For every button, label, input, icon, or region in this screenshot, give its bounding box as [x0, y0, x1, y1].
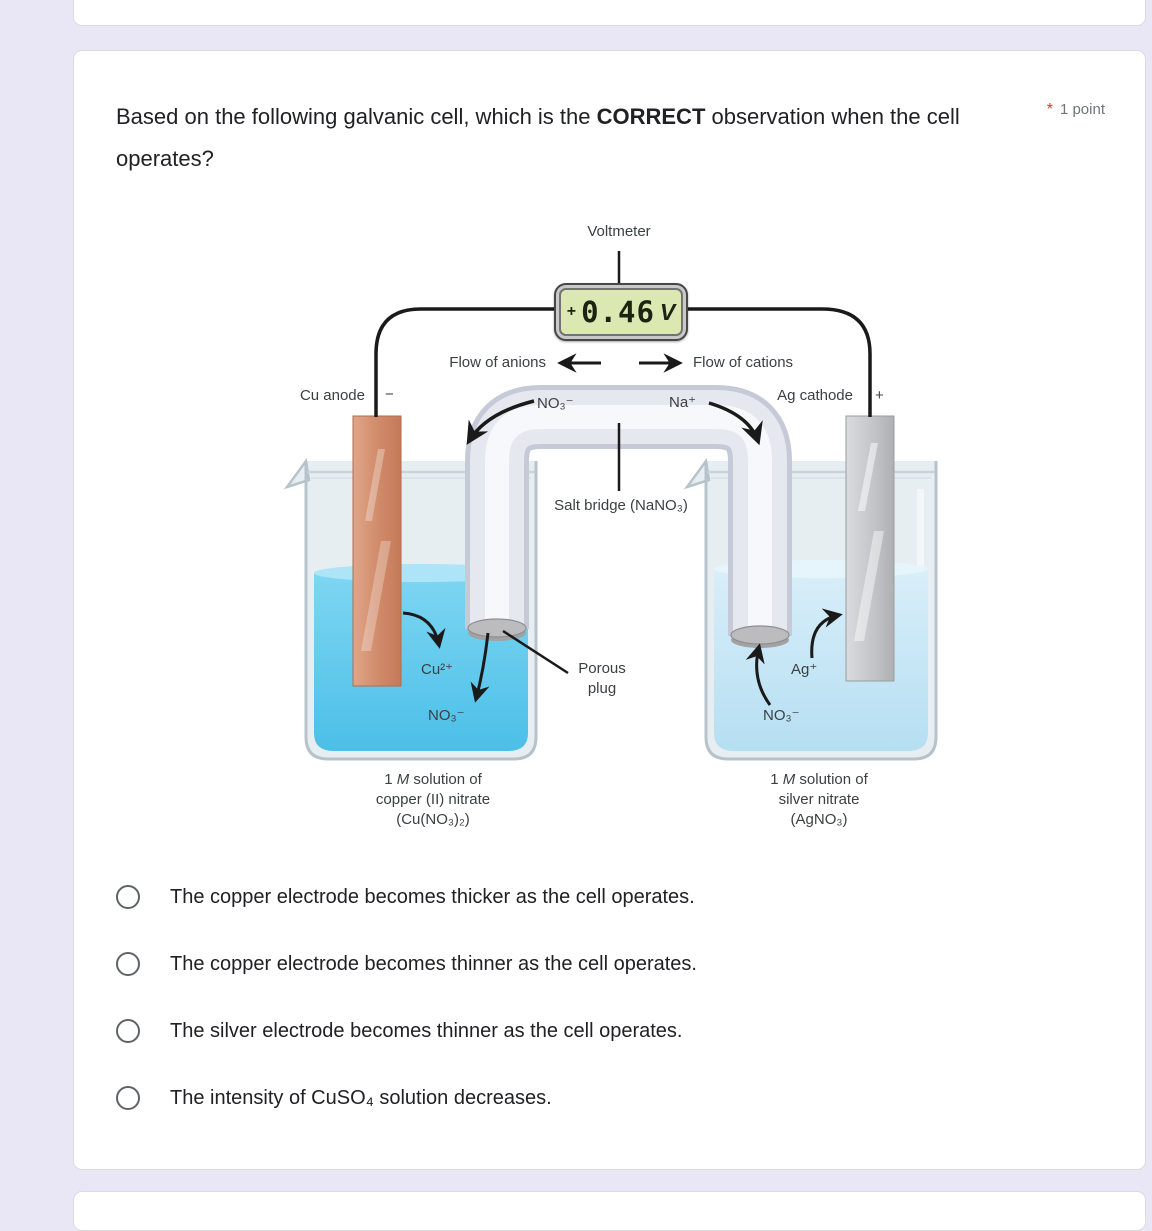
minus-terminal-label: − [385, 386, 394, 403]
porous-plug-label: Porous plug [578, 660, 626, 697]
bridge-na-arrow [708, 401, 763, 446]
left-beaker-caption: 1 M solution of copper (II) nitrate (Cu(… [375, 771, 491, 828]
option-label-1: The copper electrode becomes thicker as … [170, 885, 695, 908]
left-wire [374, 307, 559, 417]
voltmeter-unit: V [659, 298, 676, 325]
previous-question-card [73, 0, 1146, 26]
voltmeter-plus: + [566, 303, 577, 320]
porous-plug-left [467, 618, 527, 641]
ag-cathode-label: Ag cathode [777, 387, 853, 404]
question-title: Based on the following galvanic cell, wh… [116, 96, 996, 180]
option-label-2: The copper electrode becomes thinner as … [170, 952, 697, 975]
copper-electrode [352, 415, 402, 687]
porous-plug-right [730, 625, 790, 648]
option-row-2[interactable]: The copper electrode becomes thinner as … [116, 940, 1056, 988]
next-question-card [73, 1191, 1146, 1231]
salt-bridge-label: Salt bridge (NaNO₃) [554, 497, 688, 514]
ag-ion-label: Ag⁺ [791, 661, 818, 678]
ag-ion-arrow [810, 608, 843, 659]
radio-button-1[interactable] [116, 885, 140, 909]
option-row-3[interactable]: The silver electrode becomes thinner as … [116, 1007, 1056, 1055]
voltmeter-display: + 0.46 V [554, 283, 688, 341]
galvanic-cell-figure [283, 251, 938, 761]
porous-plug-pointer-line [502, 629, 569, 675]
bridge-na-label: Na⁺ [669, 394, 697, 411]
required-asterisk: * [1046, 101, 1053, 118]
answer-options: The copper electrode becomes thicker as … [116, 873, 1056, 1141]
left-beaker-outline [304, 461, 538, 761]
radio-button-2[interactable] [116, 952, 140, 976]
option-row-1[interactable]: The copper electrode becomes thicker as … [116, 873, 1056, 921]
cu-ion-arrow [402, 611, 446, 649]
radio-button-3[interactable] [116, 1019, 140, 1043]
option-label-4: The intensity of CuSO₄ solution decrease… [170, 1086, 552, 1109]
voltmeter-reading: 0.46 [581, 295, 655, 329]
flow-of-cations-label: Flow of cations [693, 354, 794, 371]
bridge-no3-label: NO₃⁻ [537, 395, 574, 412]
question-text-start: Based on the following galvanic cell, wh… [116, 104, 597, 129]
cu-anode-label: Cu anode [299, 387, 365, 404]
option-row-4[interactable]: The intensity of CuSO₄ solution decrease… [116, 1074, 1056, 1122]
flow-of-anions-label: Flow of anions [449, 354, 546, 371]
bridge-no3-arrow [466, 399, 535, 445]
question-text-end: observation when the cell operates? [116, 104, 960, 171]
plus-terminal-label: + [875, 387, 884, 404]
right-wire [686, 307, 872, 417]
question-points: * 1 point [1047, 101, 1105, 119]
voltmeter-label: Voltmeter [587, 223, 651, 240]
cu-ion-label: Cu²⁺ [421, 661, 454, 678]
right-beaker-caption: 1 M solution of silver nitrate (AgNO₃) [770, 771, 868, 828]
left-no3-label: NO₃⁻ [428, 707, 465, 724]
silver-electrode [845, 415, 895, 682]
left-no3-arrow [470, 632, 490, 703]
question-card: Based on the following galvanic cell, wh… [73, 50, 1146, 1170]
galvanic-cell-diagram: + 0.46 V Voltmeter Flow of anions Flow o… [281, 221, 941, 851]
option-label-3: The silver electrode becomes thinner as … [170, 1019, 683, 1042]
right-beaker-outline [704, 461, 938, 761]
right-no3-label: NO₃⁻ [763, 707, 800, 724]
points-label: 1 point [1059, 101, 1105, 118]
question-text-bold: CORRECT [596, 104, 706, 129]
radio-button-4[interactable] [116, 1086, 140, 1110]
right-no3-arrow [745, 643, 772, 706]
